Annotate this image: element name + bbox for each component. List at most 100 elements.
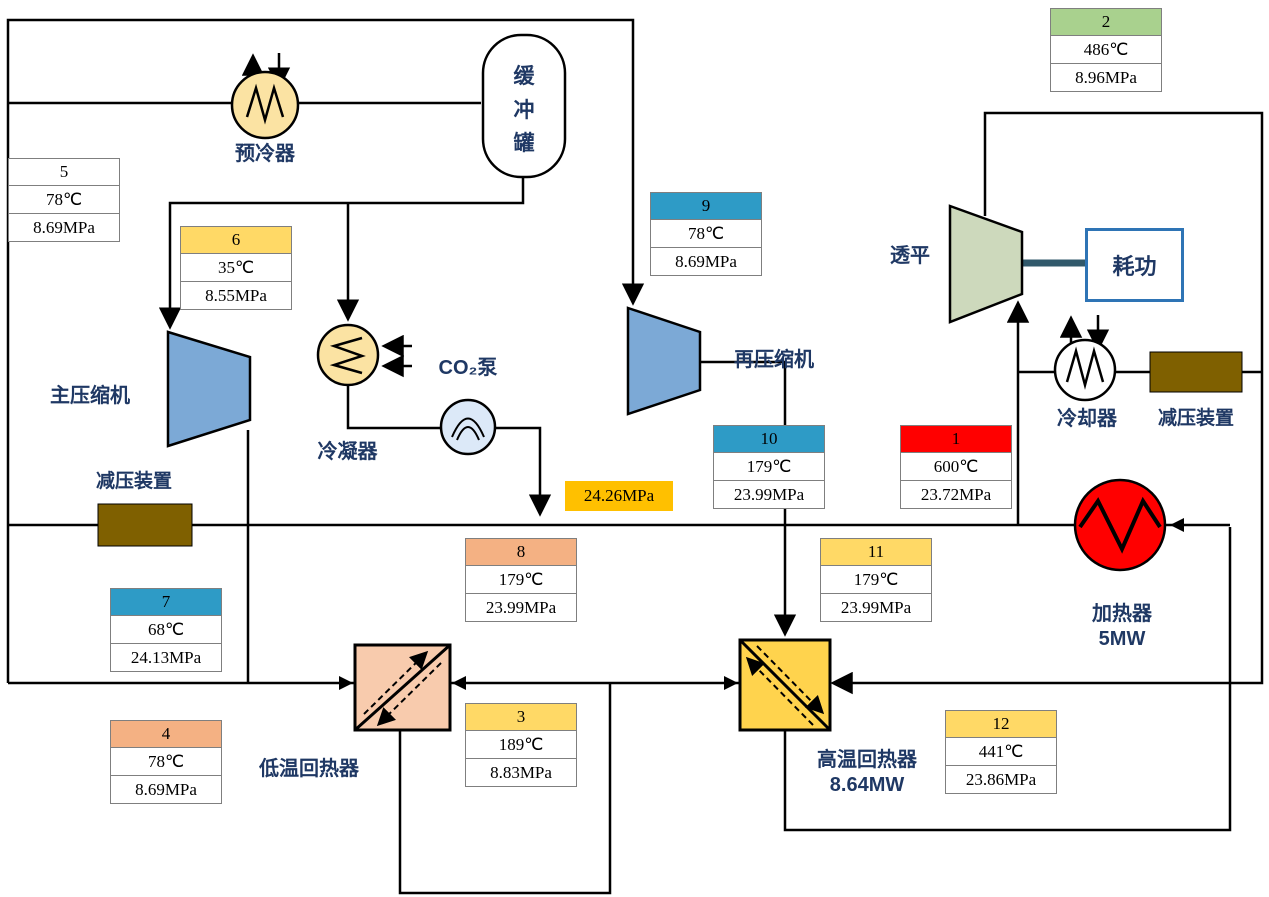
state-id: 4 [111,721,221,748]
state-box-9: 9 78℃ 8.69MPa [650,192,762,276]
ltr-flow-arrow-1 [363,650,429,715]
state-box-2: 2 486℃ 8.96MPa [1050,8,1162,92]
htr-diagonal [738,638,832,732]
state-id: 5 [9,159,119,186]
state-box-10: 10 179℃ 23.99MPa [713,425,825,509]
pressure-reducer-right-symbol [1149,351,1243,393]
state-temp: 486℃ [1083,40,1129,59]
htr-flow-arrow-1 [756,645,825,715]
state-pressure: 8.83MPa [466,758,576,786]
state-pressure: 24.13MPa [111,643,221,671]
state-temp: 78℃ [687,224,725,243]
buffer-tank-symbol [481,33,567,179]
pressure-reducer-left-symbol [97,503,193,547]
heater-inlet-arrow [1170,518,1184,532]
state-id: 11 [821,539,931,566]
ltr-symbol [353,643,452,732]
precooler-label: 预冷器 [235,143,295,165]
recompressor-label: 再压缩机 [734,349,814,371]
htr-label: 高温回热器 8.64MW [798,748,936,798]
state-box-11: 11 179℃ 23.99MPa [820,538,932,622]
state-id: 8 [466,539,576,566]
turbine-symbol [948,204,1024,324]
state-id: 3 [466,704,576,731]
ltr-diagonal [353,643,452,732]
heater-label: 加热器 5MW [1066,602,1178,652]
main-compressor-label: 主压缩机 [50,385,130,407]
pipe-pump-discharge [493,426,552,517]
pressure-reducer-right-label: 减压装置 [1157,408,1234,429]
state-temp: 78℃ [45,190,83,209]
state-box-5: 5 78℃ 8.69MPa [8,158,120,242]
htr-flow-arrow-2 [745,656,814,726]
state-temp: 179℃ [853,570,899,589]
state-temp: 179℃ [746,457,792,476]
buffer-tank-label: 缓冲罐 [513,65,535,156]
recompressor-symbol [626,306,702,416]
pipe-left-top-loop [6,18,645,683]
condenser-label: 冷凝器 [317,441,378,463]
condenser-icon [316,323,380,387]
state-box-4: 4 78℃ 8.69MPa [110,720,222,804]
state-box-12: 12 441℃ 23.86MPa [945,710,1057,794]
co2-pump-label: CO₂泵 [438,357,498,379]
heater-zigzag [1078,496,1162,554]
state-pressure: 23.86MPa [946,765,1056,793]
htr-name: 高温回热器 [817,749,917,771]
state-temp: 68℃ [147,620,185,639]
htr-power: 8.64MW [829,774,905,796]
heater-icon [1073,478,1167,572]
pressure-badge: 24.26MPa [565,481,673,511]
state-pressure: 23.72MPa [901,480,1011,508]
state-temp: 35℃ [217,258,255,277]
state-id: 6 [181,227,291,254]
state-box-1: 1 600℃ 23.72MPa [900,425,1012,509]
heater-power: 5MW [1098,628,1146,650]
state-id: 1 [901,426,1011,453]
pipe-recompressor-discharge [700,360,797,637]
ltr-flow-arrow-2 [376,662,442,727]
pipe-condenser-to-pump [346,383,443,430]
state-box-7: 7 68℃ 24.13MPa [110,588,222,672]
pipe-tank-to-compressor [158,177,525,330]
state-id: 10 [714,426,824,453]
pipe-ltr-bottom-loop [398,683,612,895]
state-pressure: 8.69MPa [651,247,761,275]
htr-symbol [738,638,832,732]
state-pressure: 23.99MPa [714,480,824,508]
main-compressor-symbol [166,330,252,448]
ltr-label: 低温回热器 [259,758,359,780]
state-pressure: 8.96MPa [1051,63,1161,91]
condenser-zigzag [329,336,366,375]
work-output-box: 耗功 [1085,228,1184,302]
precooler-icon [230,70,300,140]
state-id: 12 [946,711,1056,738]
state-pressure: 8.69MPa [111,775,221,803]
state-temp: 600℃ [933,457,979,476]
state-pressure: 8.69MPa [9,213,119,241]
cooler-icon [1053,338,1117,402]
ltr-cold-inlet-arrow [339,676,353,690]
state-box-3: 3 189℃ 8.83MPa [465,703,577,787]
pipe-turbine-exhaust [830,111,1264,695]
state-pressure: 23.99MPa [821,593,931,621]
state-temp: 78℃ [147,752,185,771]
state-pressure: 8.55MPa [181,281,291,309]
cooler-zigzag [1065,346,1105,390]
state-temp: 441℃ [978,742,1024,761]
state-box-6: 6 35℃ 8.55MPa [180,226,292,310]
state-id: 7 [111,589,221,616]
state-id: 9 [651,193,761,220]
state-box-8: 8 179℃ 23.99MPa [465,538,577,622]
cooler-label: 冷却器 [1057,408,1117,430]
htr-cold-inlet-arrow [724,676,738,690]
co2-pump-symbol [451,417,485,441]
pressure-reducer-left-label: 减压装置 [95,471,172,492]
ltr-hot-inlet-arrow [452,676,466,690]
state-id: 2 [1051,9,1161,36]
state-temp: 179℃ [498,570,544,589]
state-pressure: 23.99MPa [466,593,576,621]
work-output-label: 耗功 [1112,254,1157,279]
